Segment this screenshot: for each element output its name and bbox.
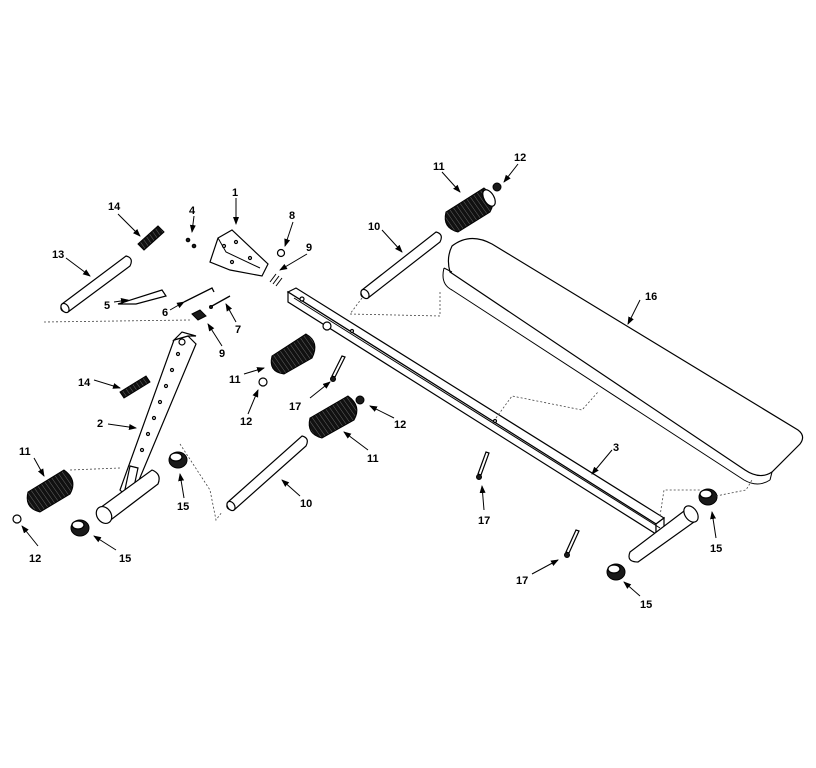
callout-16: 16 — [645, 291, 657, 303]
callout-6: 6 — [162, 307, 168, 319]
callout-11-left: 11 — [19, 446, 31, 458]
callout-15-bottom: 15 — [640, 599, 652, 611]
end-cap-part-15-b — [70, 519, 90, 537]
callout-17-lower: 17 — [516, 575, 528, 587]
callout-8: 8 — [289, 210, 295, 222]
main-rail-part-3 — [286, 287, 699, 563]
assembly-guide-lines — [43, 290, 753, 521]
callout-14-upper: 14 — [108, 201, 121, 213]
callout-12-right: 12 — [394, 419, 406, 431]
cap-part-12-d — [12, 514, 22, 524]
stud-part-14-lower — [119, 375, 151, 399]
callout-15-leg: 15 — [177, 501, 189, 513]
callout-7: 7 — [235, 324, 241, 336]
callout-10-upper: 10 — [368, 221, 380, 233]
end-cap-part-15-d — [606, 563, 626, 581]
callout-2: 2 — [97, 418, 103, 430]
callout-11-mid: 11 — [229, 374, 241, 386]
callout-11-right: 11 — [367, 453, 379, 465]
callout-arrows — [21, 163, 717, 597]
cap-part-12-c — [355, 395, 365, 405]
bracket-part-1 — [209, 229, 269, 277]
callout-17-upper: 17 — [289, 401, 301, 413]
bench-pad-part-16 — [442, 237, 804, 485]
callout-11-top: 11 — [433, 161, 445, 173]
screw-part-17-a — [330, 355, 346, 382]
foam-roller-part-11-a — [444, 187, 496, 233]
callout-3: 3 — [613, 442, 619, 454]
callout-9-upper: 9 — [306, 242, 312, 254]
callout-14-lower: 14 — [78, 377, 91, 389]
callout-13: 13 — [52, 249, 64, 261]
end-cap-part-15-c — [698, 488, 718, 506]
callout-15-left: 15 — [119, 553, 131, 565]
front-leg-part-2 — [95, 331, 197, 524]
callout-labels: 1 4 8 9 14 13 5 6 7 9 10 11 12 16 11 12 … — [19, 152, 722, 611]
foam-roller-part-11-b — [270, 333, 316, 375]
tube-part-10-upper — [360, 231, 442, 300]
callout-15-right: 15 — [710, 543, 722, 555]
callout-4: 4 — [189, 205, 196, 217]
callout-10-lower: 10 — [300, 498, 312, 510]
tube-part-13 — [60, 255, 132, 314]
small-hardware — [117, 237, 286, 321]
callout-12-left: 12 — [29, 553, 41, 565]
stud-part-14-upper — [137, 225, 165, 251]
foam-roller-part-11-c — [308, 395, 358, 439]
tube-part-10-lower — [226, 435, 308, 512]
callout-5: 5 — [104, 300, 110, 312]
callout-1: 1 — [232, 187, 238, 199]
end-cap-part-15-a — [168, 451, 188, 469]
callout-12-mid: 12 — [240, 416, 252, 428]
callout-12-top: 12 — [514, 152, 526, 164]
screw-part-17-c — [564, 529, 580, 558]
callout-9-lower: 9 — [219, 348, 225, 360]
callout-17-mid: 17 — [478, 515, 490, 527]
foam-roller-part-11-d — [26, 469, 74, 513]
screw-part-17-b — [476, 451, 490, 480]
cap-part-12-a — [492, 182, 502, 192]
cap-part-12-b — [258, 377, 268, 387]
